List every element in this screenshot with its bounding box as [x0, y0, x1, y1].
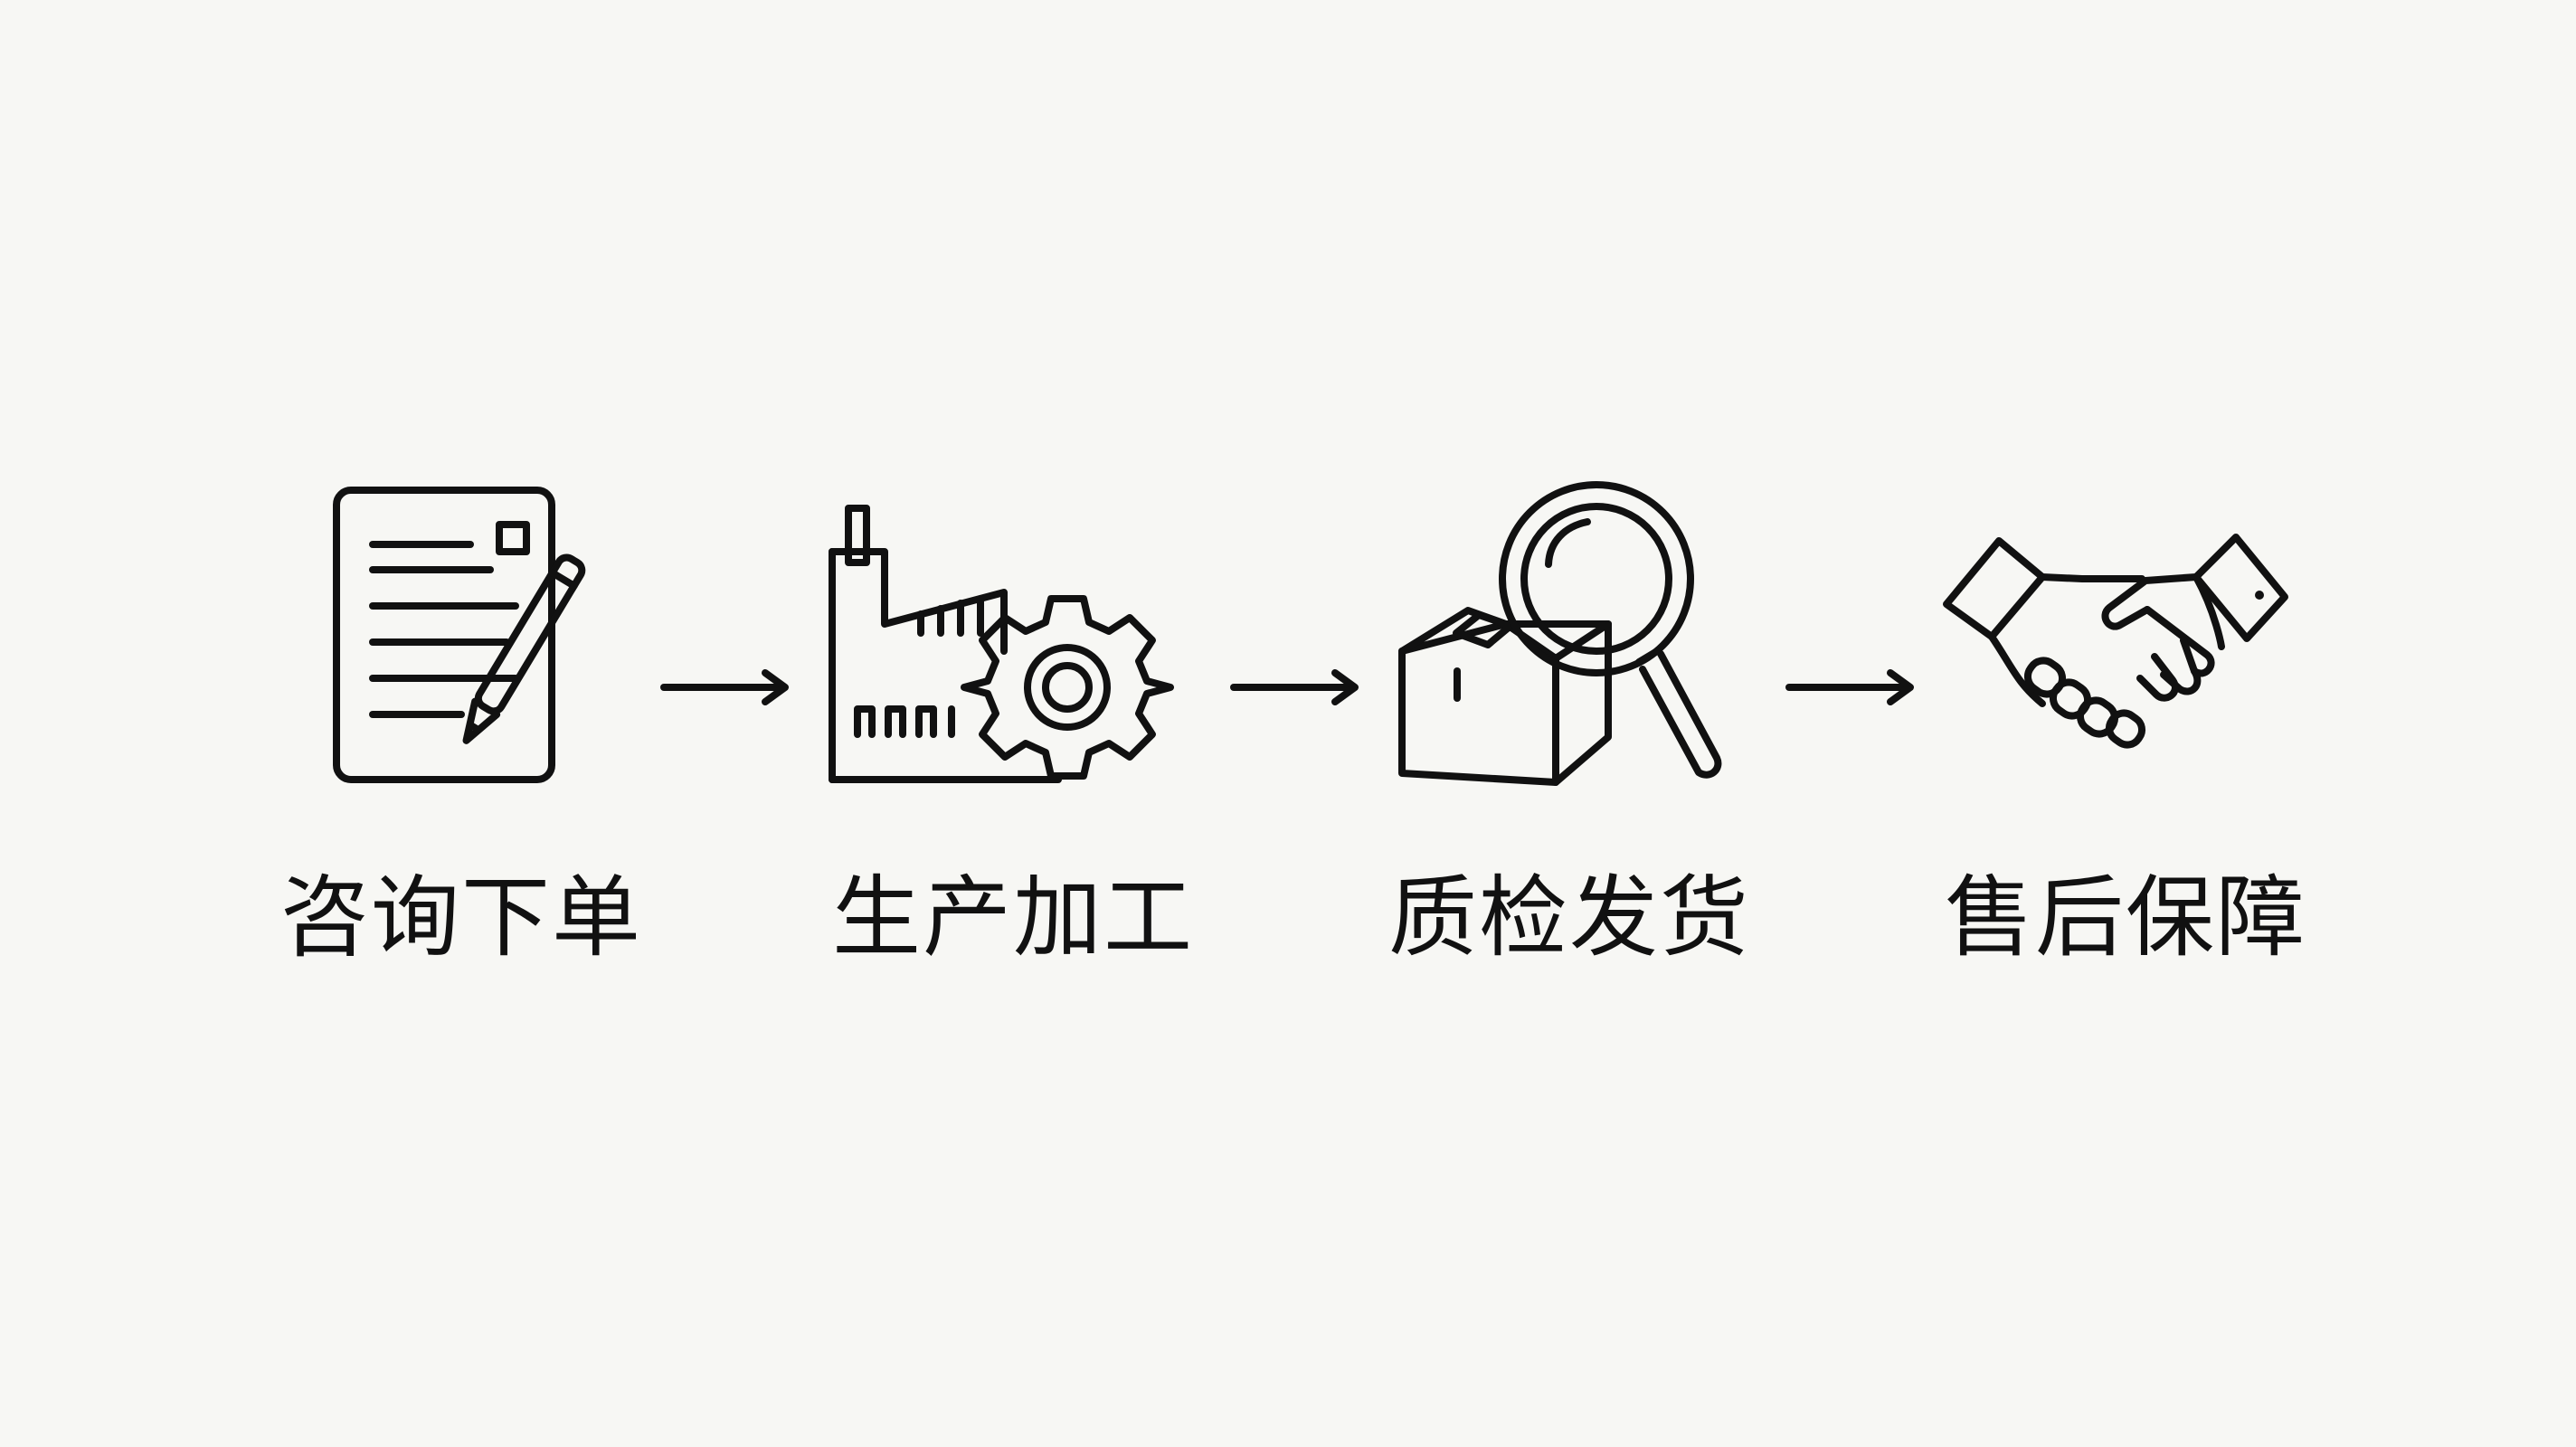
step-label-4: 售后保障	[1944, 866, 2306, 969]
step-label-2: 生产加工	[831, 866, 1194, 969]
handshake-icon	[1927, 461, 2306, 841]
flow-arrow-3	[1784, 660, 1919, 714]
document-pencil-icon	[271, 461, 651, 841]
box-magnifier-icon	[1370, 461, 1750, 841]
flow-arrow-2	[1228, 660, 1364, 714]
step-label-1: 咨询下单	[279, 866, 642, 969]
flow-arrow-1	[658, 660, 794, 714]
step-label-3: 质检发货	[1387, 866, 1750, 969]
factory-gear-icon	[805, 461, 1185, 841]
